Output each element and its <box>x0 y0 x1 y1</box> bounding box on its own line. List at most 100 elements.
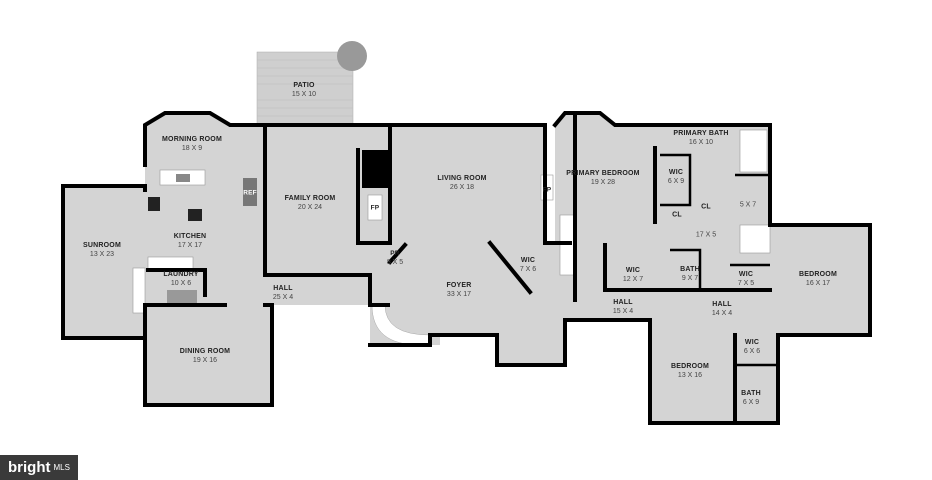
fixture-text: REF <box>243 189 257 197</box>
room-dims: 14 X 4 <box>711 310 733 317</box>
room-name: BATH <box>680 266 700 273</box>
room-name: WIC <box>625 267 641 274</box>
room-dims: 6 X 6 <box>743 348 761 355</box>
shower-icon <box>739 224 771 254</box>
laundry-counter <box>147 256 194 270</box>
logo-suffix: MLS <box>53 463 70 472</box>
room-name: HALL <box>712 301 732 308</box>
fixture-text: FP <box>370 204 380 212</box>
room-name: WIC <box>738 271 754 278</box>
room-dims: 25 X 4 <box>272 294 294 301</box>
room-label-kitchen: KITCHEN 17 X 17 <box>174 232 207 250</box>
room-name: CL <box>701 203 711 211</box>
room-name: MORNING ROOM <box>162 136 222 143</box>
room-dims: 7 X 6 <box>519 266 537 273</box>
sunroom-area <box>63 186 147 338</box>
living-area <box>390 125 545 245</box>
bathtub-icon <box>739 129 768 173</box>
room-name: PRIMARY BEDROOM <box>566 170 640 177</box>
room-dims: 16 X 17 <box>805 280 831 287</box>
room-label-morning-room: MORNING ROOM 18 X 9 <box>162 135 222 153</box>
room-name: SUNROOM <box>83 242 121 249</box>
room-name: BEDROOM <box>799 271 837 278</box>
room-dims: 6 X 9 <box>667 178 685 185</box>
room-dims: 8 X 5 <box>386 259 404 266</box>
room-dims: 13 X 16 <box>677 372 703 379</box>
room-dims: 15 X 4 <box>612 308 634 315</box>
room-label-bath-6x9: BATH 6 X 9 <box>741 389 761 407</box>
patio-deck <box>256 51 354 126</box>
washer-dryer-icon <box>167 290 197 304</box>
room-label-patio: PATIO 15 X 10 <box>292 81 316 99</box>
room-label-wic-12x7: WIC 12 X 7 <box>623 266 643 284</box>
bright-mls-logo: bright MLS <box>0 455 78 480</box>
room-name: FOYER <box>446 282 472 289</box>
range-icon <box>188 209 202 221</box>
room-dims: 12 X 7 <box>622 276 644 283</box>
fireplace-chimney <box>362 150 390 188</box>
room-label-laundry: LAUNDRY 10 X 6 <box>163 270 198 288</box>
room-label-bedroom-16x17: BEDROOM 16 X 17 <box>799 270 837 288</box>
room-label-hall-14x4: HALL 14 X 4 <box>712 300 732 318</box>
room-dims: 6 X 9 <box>742 399 760 406</box>
room-dims: 16 X 10 <box>688 139 714 146</box>
room-dims: 19 X 28 <box>590 179 616 186</box>
room-label-bath-9x7: BATH 9 X 7 <box>680 265 700 283</box>
fireplace-label: FP <box>371 204 380 213</box>
room-label-closet-2: CL <box>701 203 711 212</box>
room-name: CL <box>672 211 682 219</box>
room-dims: 19 X 16 <box>192 357 218 364</box>
room-label-wic-6x6: WIC 6 X 6 <box>744 338 760 356</box>
room-name: PR <box>390 250 400 257</box>
room-name: KITCHEN <box>173 233 207 240</box>
spiral-stair-outdoor <box>337 41 367 71</box>
room-label-powder-room: PR 8 X 5 <box>387 249 403 267</box>
room-label-living-room: LIVING ROOM 26 X 18 <box>437 174 486 192</box>
room-dims: 17 X 5 <box>695 231 717 239</box>
refrigerator-icon <box>243 178 257 206</box>
cooktop-icon <box>148 197 160 211</box>
room-dims: 20 X 24 <box>297 204 323 211</box>
room-dims: 15 X 10 <box>291 91 317 98</box>
sunroom-counter <box>132 267 146 314</box>
room-name: WIC <box>744 339 760 346</box>
dining-area <box>145 305 272 405</box>
room-name: LIVING ROOM <box>437 175 487 182</box>
primary-suite-area <box>555 113 870 423</box>
room-dims: 26 X 18 <box>449 184 475 191</box>
fixture-text: FP <box>542 186 552 194</box>
room-name: WIC <box>520 257 536 264</box>
fireplace-label: FP <box>543 186 552 195</box>
room-label-primary-bedroom: PRIMARY BEDROOM 19 X 28 <box>566 169 639 187</box>
room-label-hall-main: HALL 25 X 4 <box>273 284 293 302</box>
sink-icon <box>176 174 190 182</box>
room-name: LAUNDRY <box>163 271 199 278</box>
room-name: BEDROOM <box>671 363 709 370</box>
room-name: BATH <box>741 390 761 397</box>
room-label-family-room: FAMILY ROOM 20 X 24 <box>285 194 336 212</box>
room-dims: 17 X 17 <box>177 242 203 249</box>
room-label-primary-vestibule: 17 X 5 <box>696 231 716 240</box>
room-name: WIC <box>668 169 684 176</box>
logo-brand: bright <box>8 459 51 476</box>
room-dims: 9 X 7 <box>681 275 699 282</box>
room-name: HALL <box>273 285 293 292</box>
room-name: PRIMARY BATH <box>673 130 729 137</box>
room-name: PATIO <box>293 82 315 89</box>
room-dims: 5 X 7 <box>739 201 757 209</box>
room-label-closet-1: CL <box>672 211 682 220</box>
room-label-dining-room: DINING ROOM 19 X 16 <box>180 347 230 365</box>
room-label-primary-bath: PRIMARY BATH 16 X 10 <box>673 129 728 147</box>
room-dims: 7 X 5 <box>737 280 755 287</box>
room-dims: 18 X 9 <box>181 145 203 152</box>
room-dims: 10 X 6 <box>170 280 192 287</box>
room-label-wic-primary: WIC 6 X 9 <box>668 168 684 186</box>
room-name: HALL <box>613 299 633 306</box>
room-label-wic-foyer: WIC 7 X 6 <box>520 256 536 274</box>
room-name: FAMILY ROOM <box>284 195 336 202</box>
refrigerator-label: REF <box>243 189 257 198</box>
room-name: DINING ROOM <box>179 348 231 355</box>
room-label-bedroom-13x16: BEDROOM 13 X 16 <box>671 362 709 380</box>
